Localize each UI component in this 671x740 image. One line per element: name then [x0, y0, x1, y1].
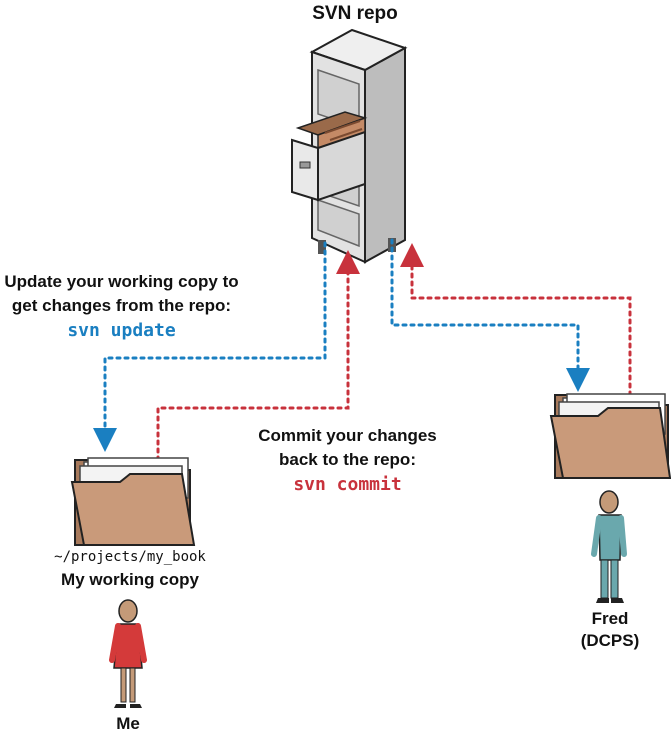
file-cabinet-icon [291, 28, 408, 264]
my-book-path: ~/projects/my_book [54, 549, 206, 565]
update-command: svn update [67, 320, 176, 341]
commit-text-line2: back to the repo: [279, 450, 416, 469]
commit-command: svn commit [293, 474, 402, 495]
update-label: Update your working copy to get changes … [0, 270, 243, 343]
commit-arrow-me [156, 250, 360, 462]
commit-label: Commit your changes back to the repo: sv… [240, 424, 455, 497]
commit-arrow-fred [400, 243, 632, 397]
me-name: Me [116, 714, 140, 733]
my-working-copy-caption: My working copy [61, 570, 199, 589]
fred-role: (DCPS) [580, 631, 640, 650]
fred-name: Fred [591, 609, 629, 628]
fred-person-icon [591, 490, 627, 603]
update-arrow-me [93, 241, 327, 452]
update-arrow-fred [390, 238, 590, 392]
fred-folder-icon [549, 393, 671, 479]
repo-title: SVN repo [312, 3, 398, 24]
update-text-line2: get changes from the repo: [11, 296, 232, 315]
update-text-line1: Update your working copy to [4, 272, 239, 291]
commit-text-line1: Commit your changes [258, 426, 437, 445]
my-folder-icon [70, 457, 196, 546]
me-person-icon [109, 599, 147, 708]
